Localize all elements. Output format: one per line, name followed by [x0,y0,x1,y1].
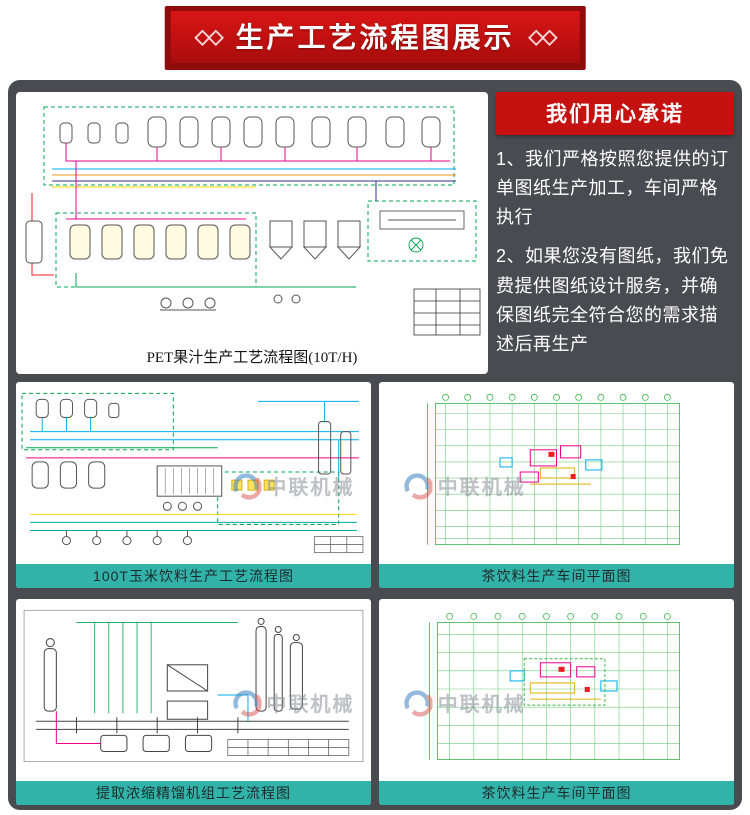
diamond-decoration-right: ◇◇ [528,25,558,48]
diamond-decoration-left: ◇◇ [194,25,224,48]
tea-floorplan-diagram-2 [429,612,680,760]
panel-tea-floorplan-1: 中联机械 茶饮料生产车间平面图 [379,382,734,588]
panel-corn-flowchart: 中联机械 100T玉米饮料生产工艺流程图 [16,382,371,588]
tea-floorplan-diagram-1 [427,393,680,546]
corn-diagram-caption: 100T玉米饮料生产工艺流程图 [16,564,371,588]
distillation-diagram [23,609,364,763]
diagram-grid: 中联机械 100T玉米饮料生产工艺流程图 [16,382,734,805]
panel-distillation-flowchart: 中联机械 提取浓缩精馏机组工艺流程图 [16,599,371,805]
page-title: 生产工艺流程图展示 [235,22,515,53]
pet-flow-diagram [25,106,481,336]
promise-title: 我们用心承诺 [496,92,734,135]
content-container: PET果汁生产工艺流程图(10T/H) 我们用心承诺 1、我们严格按照您提供的订… [8,80,742,810]
corn-flow-diagram [21,392,364,554]
promise-item-1: 1、我们严格按照您提供的订单图纸生产加工，车间严格执行 [496,149,729,228]
promise-text: 1、我们严格按照您提供的订单图纸生产加工，车间严格执行 2、如果您没有图纸，我们… [496,135,734,359]
distillation-caption: 提取浓缩精馏机组工艺流程图 [16,781,371,805]
tea-floorplan-caption-2: 茶饮料生产车间平面图 [379,781,734,805]
promise-item-2: 2、如果您没有图纸，我们免费提供图纸设计服务，并确保图纸完全符合您的需求描述后再… [496,246,729,354]
panel-pet-flowchart: PET果汁生产工艺流程图(10T/H) [16,92,488,374]
header-banner-inner: ◇◇ 生产工艺流程图展示 ◇◇ [170,11,580,63]
header-banner: ◇◇ 生产工艺流程图展示 ◇◇ [164,6,586,70]
promise-column: 我们用心承诺 1、我们严格按照您提供的订单图纸生产加工，车间严格执行 2、如果您… [496,92,734,374]
top-section: PET果汁生产工艺流程图(10T/H) 我们用心承诺 1、我们严格按照您提供的订… [16,92,734,374]
tea-floorplan-caption-1: 茶饮料生产车间平面图 [379,564,734,588]
panel-tea-floorplan-2: 中联机械 茶饮料生产车间平面图 [379,599,734,805]
pet-diagram-caption: PET果汁生产工艺流程图(10T/H) [146,349,358,366]
